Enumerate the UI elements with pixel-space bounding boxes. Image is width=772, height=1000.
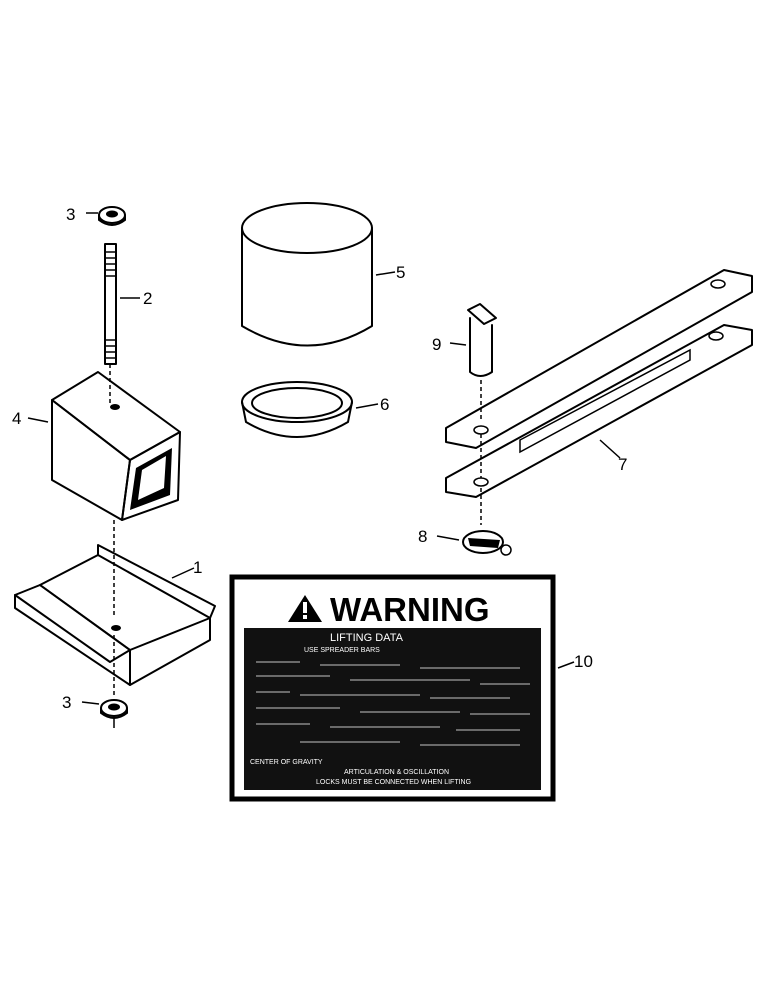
warning-triangle-icon bbox=[288, 595, 322, 622]
part-9-pin bbox=[467, 303, 497, 420]
part-3-top-nut bbox=[98, 206, 126, 226]
part-6-ring bbox=[241, 381, 353, 438]
part-1-channel bbox=[14, 544, 216, 686]
callout-1: 1 bbox=[193, 558, 202, 577]
callout-4: 4 bbox=[12, 409, 21, 428]
part-8-clip bbox=[462, 488, 512, 556]
decal-fine-print bbox=[256, 661, 530, 746]
callout-7: 7 bbox=[618, 455, 627, 474]
decal-title: WARNING bbox=[330, 591, 490, 628]
part-5-sleeve bbox=[241, 202, 373, 347]
callout-8: 8 bbox=[418, 527, 427, 546]
part-2-stud bbox=[104, 243, 117, 405]
decal-line-1: USE SPREADER BARS bbox=[304, 647, 380, 654]
callout-10: 10 bbox=[574, 652, 593, 671]
callout-3-top: 3 bbox=[66, 205, 75, 224]
callout-2: 2 bbox=[143, 289, 152, 308]
decal-line-3: ARTICULATION & OSCILLATION bbox=[344, 769, 449, 776]
callout-5: 5 bbox=[396, 263, 405, 282]
decal-line-2: CENTER OF GRAVITY bbox=[250, 759, 323, 766]
callout-6: 6 bbox=[380, 395, 389, 414]
part-7-link-bars bbox=[445, 269, 753, 498]
part-10-warning-decal: WARNING LIFTING DATA USE SPREADER BARS C… bbox=[229, 574, 556, 802]
callout-3-bottom: 3 bbox=[62, 693, 71, 712]
callout-9: 9 bbox=[432, 335, 441, 354]
part-3-bottom-nut bbox=[100, 699, 128, 719]
decal-line-4: LOCKS MUST BE CONNECTED WHEN LIFTING bbox=[316, 779, 471, 786]
decal-heading: LIFTING DATA bbox=[330, 632, 404, 644]
part-4-block bbox=[51, 371, 181, 521]
